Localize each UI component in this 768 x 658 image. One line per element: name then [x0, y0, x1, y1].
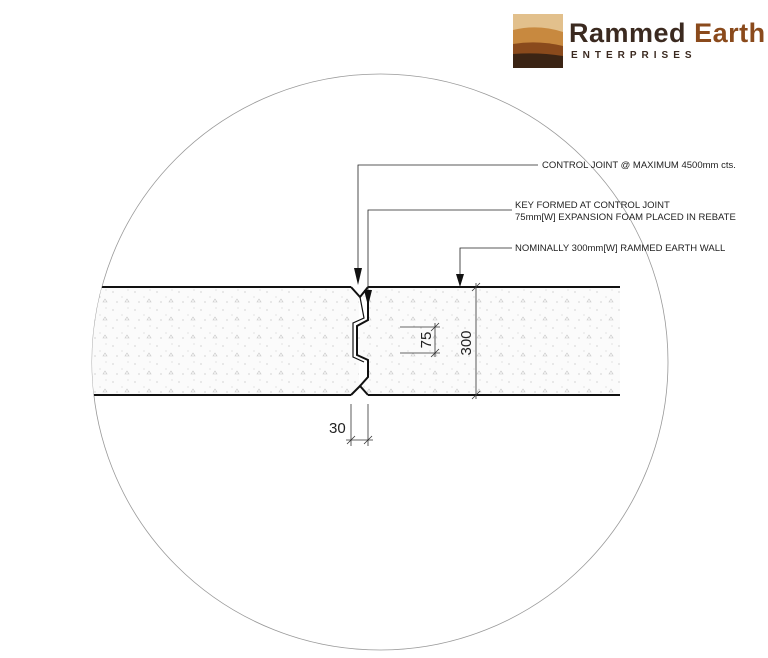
- wall-right: [358, 287, 620, 395]
- logo-mark: [513, 14, 563, 68]
- dim-300: 300: [458, 330, 475, 355]
- wall-label: NOMINALLY 300mm[W] RAMMED EARTH WALL: [515, 243, 725, 254]
- logo: Rammed Earth ENTERPRISES: [513, 14, 766, 68]
- key-label-line2: 75mm[W] EXPANSION FOAM PLACED IN REBATE: [515, 212, 736, 223]
- logo-name: Rammed Earth: [569, 18, 766, 48]
- logo-tagline: ENTERPRISES: [571, 50, 697, 61]
- key-label-line1: KEY FORMED AT CONTROL JOINT: [515, 200, 670, 211]
- dim-75: 75: [418, 332, 435, 349]
- dim-30: 30: [329, 420, 346, 437]
- control-joint-label: CONTROL JOINT @ MAXIMUM 4500mm cts.: [542, 160, 736, 171]
- wall-left: [92, 287, 359, 395]
